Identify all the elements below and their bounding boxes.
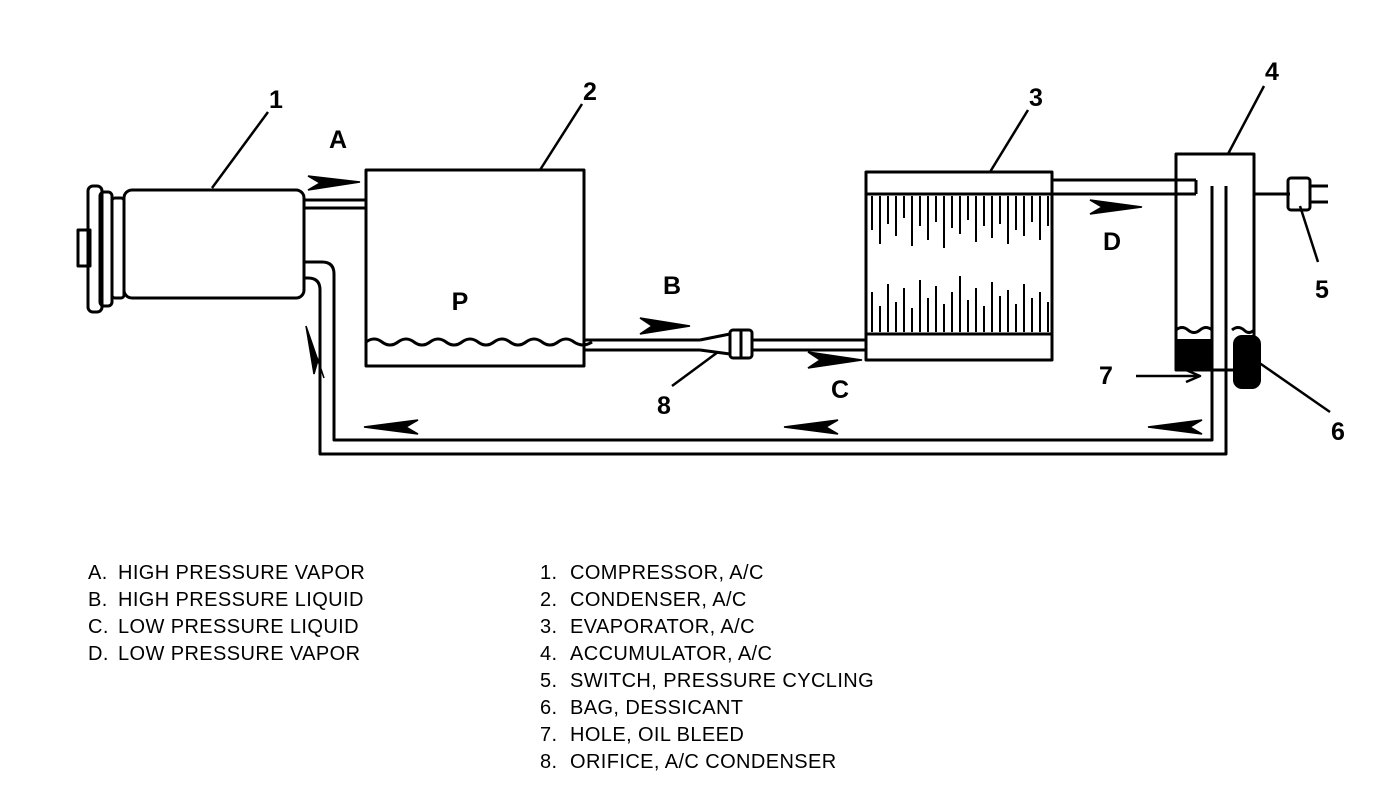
flow-label-c: C xyxy=(831,376,849,404)
flow-legend-item: C.LOW PRESSURE LIQUID xyxy=(88,616,359,638)
flow-legend-item: B.HIGH PRESSURE LIQUID xyxy=(88,589,364,611)
arrow-a xyxy=(307,175,361,191)
flow-label-b: B xyxy=(663,272,681,300)
parts-legend-item: 4.ACCUMULATOR, A/C xyxy=(540,643,773,665)
arrow-return-3 xyxy=(1147,419,1203,435)
callout-7: 7 xyxy=(1099,362,1113,390)
callout-6: 6 xyxy=(1331,418,1345,446)
flow-label-a: A xyxy=(329,126,347,154)
callout-3: 3 xyxy=(1029,84,1043,112)
callout-1: 1 xyxy=(269,86,283,114)
flow-legend: A.HIGH PRESSURE VAPOR B.HIGH PRESSURE LI… xyxy=(88,560,365,668)
arrow-up xyxy=(305,325,325,379)
orifice-fitting xyxy=(728,328,754,360)
parts-legend-item: 3.EVAPORATOR, A/C xyxy=(540,616,755,638)
parts-legend-item: 2.CONDENSER, A/C xyxy=(540,589,747,611)
parts-legend-item: 5.SWITCH, PRESSURE CYCLING xyxy=(540,670,875,692)
parts-legend: 1.COMPRESSOR, A/C 2.CONDENSER, A/C 3.EVA… xyxy=(540,560,874,776)
parts-legend-item: 1.COMPRESSOR, A/C xyxy=(540,562,764,584)
liquid-line xyxy=(584,332,866,356)
oil-bleed-arrow xyxy=(1136,368,1202,384)
arrow-b xyxy=(639,317,691,335)
desiccant-bag xyxy=(1177,335,1261,389)
parts-legend-item: 6.BAG, DESSICANT xyxy=(540,697,744,719)
condenser xyxy=(364,168,593,368)
parts-legend-item: 8.ORIFICE, A/C CONDENSER xyxy=(540,751,837,773)
suction-return-line xyxy=(304,186,1228,456)
flow-legend-item: A.HIGH PRESSURE VAPOR xyxy=(88,562,366,584)
accumulator xyxy=(1174,152,1256,372)
compressor xyxy=(76,184,306,314)
callout-8: 8 xyxy=(657,392,671,420)
pressure-label: P xyxy=(452,288,469,316)
parts-legend-item: 7.HOLE, OIL BLEED xyxy=(540,724,745,746)
evaporator xyxy=(864,170,1054,362)
flow-arrows xyxy=(305,175,1203,435)
callout-leaders xyxy=(210,85,1331,414)
arrow-return-2 xyxy=(783,419,839,435)
flow-label-d: D xyxy=(1103,228,1121,256)
evaporator-fins xyxy=(871,196,1049,332)
callout-4: 4 xyxy=(1265,58,1279,86)
callout-2: 2 xyxy=(583,78,597,106)
arrow-c xyxy=(807,351,863,369)
ac-system-diagram: 1 2 3 4 5 6 7 8 A B C D P xyxy=(76,58,1345,456)
flow-legend-item: D.LOW PRESSURE VAPOR xyxy=(88,643,361,665)
callout-5: 5 xyxy=(1315,276,1329,304)
pressure-switch xyxy=(1254,176,1328,212)
arrow-return-1 xyxy=(363,419,419,435)
arrow-d xyxy=(1089,199,1143,215)
vapor-line xyxy=(1052,178,1198,196)
discharge-line xyxy=(304,198,366,210)
